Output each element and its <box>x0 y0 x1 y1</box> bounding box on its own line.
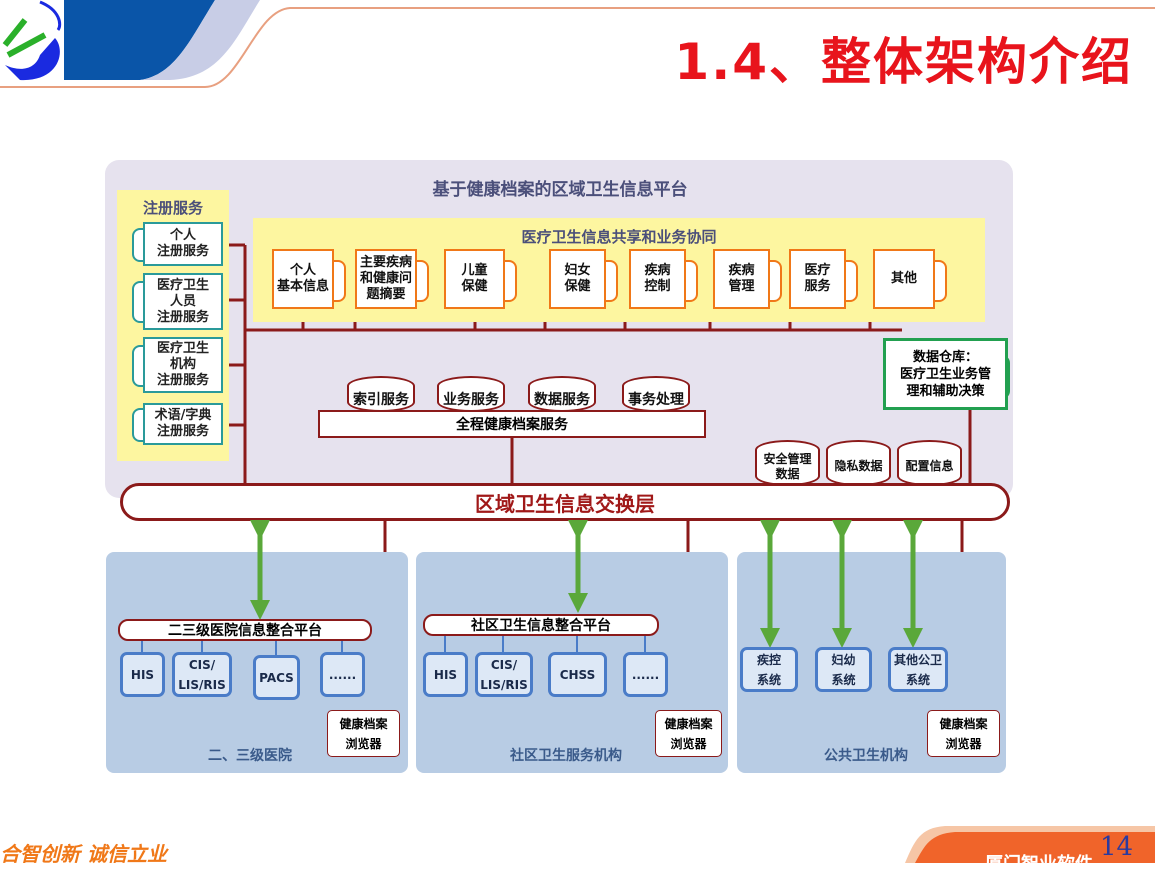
system-his[interactable]: HIS <box>423 652 468 697</box>
registry-item-person[interactable]: 个人 注册服务 <box>143 222 223 266</box>
sharing-item-disease-management[interactable]: 疾病 管理 <box>713 249 770 309</box>
footer-banner <box>905 826 1155 863</box>
system-chss[interactable]: CHSS <box>548 652 607 697</box>
service-index[interactable]: 索引服务 <box>347 376 415 412</box>
sharing-item-disease-control[interactable]: 疾病 控制 <box>629 249 686 309</box>
registry-item-institution[interactable]: 医疗卫生 机构 注册服务 <box>143 337 223 393</box>
sharing-item-child-health[interactable]: 儿童 保健 <box>444 249 505 309</box>
exchange-layer[interactable]: 区域卫生信息交换层 <box>120 483 1010 521</box>
system-disease-control[interactable]: 疾控 系统 <box>740 647 798 692</box>
registry-title: 注册服务 <box>142 199 203 217</box>
company-logo <box>2 0 62 81</box>
slide-title: 1.4、整体架构介绍 <box>674 33 1133 91</box>
system-his[interactable]: HIS <box>120 652 165 697</box>
system-cis-lis-ris[interactable]: CIS/ LIS/RIS <box>172 652 232 697</box>
system-pacs[interactable]: PACS <box>253 655 300 700</box>
sharing-item-women-health[interactable]: 妇女 保健 <box>549 249 606 309</box>
hospital-label: 二、三级医院 <box>208 748 292 764</box>
public-health-label: 公共卫生机构 <box>824 748 908 764</box>
sharing-item-other[interactable]: 其他 <box>873 249 935 309</box>
data-warehouse-box[interactable]: 数据仓库： 医疗卫生业务管 理和辅助决策 <box>883 338 1008 410</box>
registry-item-staff[interactable]: 医疗卫生 人员 注册服务 <box>143 273 223 330</box>
system-more[interactable]: ...... <box>320 652 365 697</box>
sharing-title: 医疗卫生信息共享和业务协同 <box>521 228 717 246</box>
system-maternal-child[interactable]: 妇幼 系统 <box>815 647 872 692</box>
ehr-browser[interactable]: 健康档案 浏览器 <box>327 710 400 757</box>
sharing-item-personal-info[interactable]: 个人 基本信息 <box>272 249 334 309</box>
footer-slogan: 合智创新 诚信立业 <box>0 842 167 866</box>
header-banner <box>0 0 1155 88</box>
registry-item-terminology[interactable]: 术语/字典 注册服务 <box>143 403 223 445</box>
system-other-public[interactable]: 其他公卫 系统 <box>888 647 948 692</box>
community-platform[interactable]: 社区卫生信息整合平台 <box>423 614 659 636</box>
sharing-item-medical-service[interactable]: 医疗 服务 <box>789 249 846 309</box>
system-more[interactable]: ...... <box>623 652 668 697</box>
community-label: 社区卫生服务机构 <box>510 748 622 764</box>
service-transaction[interactable]: 事务处理 <box>622 376 690 412</box>
page-number: 14 <box>1100 832 1134 862</box>
company-name: 厦门智业软件 <box>985 854 1093 875</box>
ehr-browser[interactable]: 健康档案 浏览器 <box>655 710 722 757</box>
system-cis-lis-ris[interactable]: CIS/ LIS/RIS <box>475 652 533 697</box>
hospital-platform[interactable]: 二三级医院信息整合平台 <box>118 619 372 641</box>
ehr-service-box[interactable]: 全程健康档案服务 <box>318 410 706 438</box>
platform-title: 基于健康档案的区域卫生信息平台 <box>432 180 688 200</box>
ehr-browser[interactable]: 健康档案 浏览器 <box>927 710 1000 757</box>
sharing-item-disease-summary[interactable]: 主要疾病 和健康问 题摘要 <box>355 249 417 309</box>
